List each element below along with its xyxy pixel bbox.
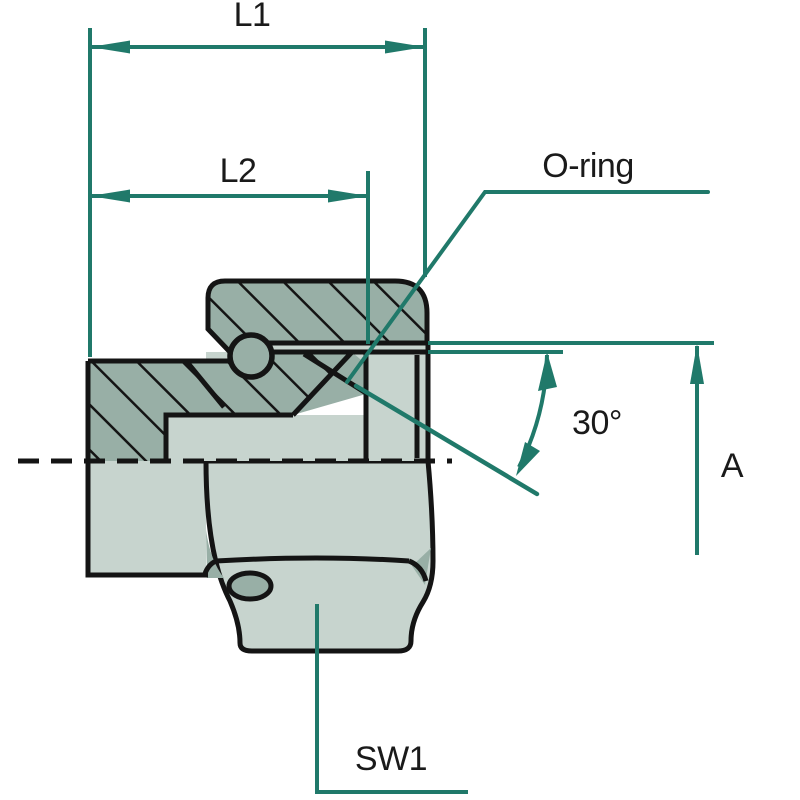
label-a: A: [721, 447, 744, 485]
hex-flat-right-curve: [407, 558, 429, 582]
hex-flat-line: [215, 555, 410, 564]
body-cone-edge: [291, 350, 354, 417]
section-dark-regions: [88, 278, 431, 585]
a-arrow-up: [690, 344, 704, 384]
port-block-lower: [88, 461, 206, 575]
hex-flat-left-curve: [201, 558, 218, 578]
l1-arrow-right: [385, 40, 425, 54]
o-ring: [227, 332, 275, 380]
oring-leader: [345, 190, 710, 384]
dimension-lines: [88, 28, 714, 794]
part-edges: [85, 340, 431, 582]
angle-arrow-top: [538, 352, 557, 391]
label-angle: 30°: [572, 404, 622, 442]
bore-region: [166, 415, 366, 461]
bore-step-edge: [163, 412, 293, 461]
port-chamfer-edge: [185, 360, 226, 409]
l2-arrow-left: [90, 189, 130, 203]
body-section-hatch: [88, 352, 352, 461]
label-l1: L1: [234, 0, 271, 34]
label-oring: O-ring: [542, 147, 633, 185]
seat-pocket: [293, 352, 366, 415]
angle-arrow-bottom: [516, 442, 540, 476]
arrowheads: [90, 40, 704, 476]
nut-section-hatch: [205, 278, 430, 354]
sw1-leader: [315, 604, 468, 794]
label-l2: L2: [220, 152, 257, 190]
angle-slant-line: [353, 383, 540, 497]
hex-face-ellipse: [226, 570, 274, 602]
label-sw1: SW1: [355, 740, 427, 778]
l2-arrow-right: [328, 189, 368, 203]
l1-arrow-left: [90, 40, 130, 54]
labels: L1 L2 O-ring 30° A SW1: [220, 0, 745, 778]
block-left-bottom-edge: [85, 361, 208, 578]
